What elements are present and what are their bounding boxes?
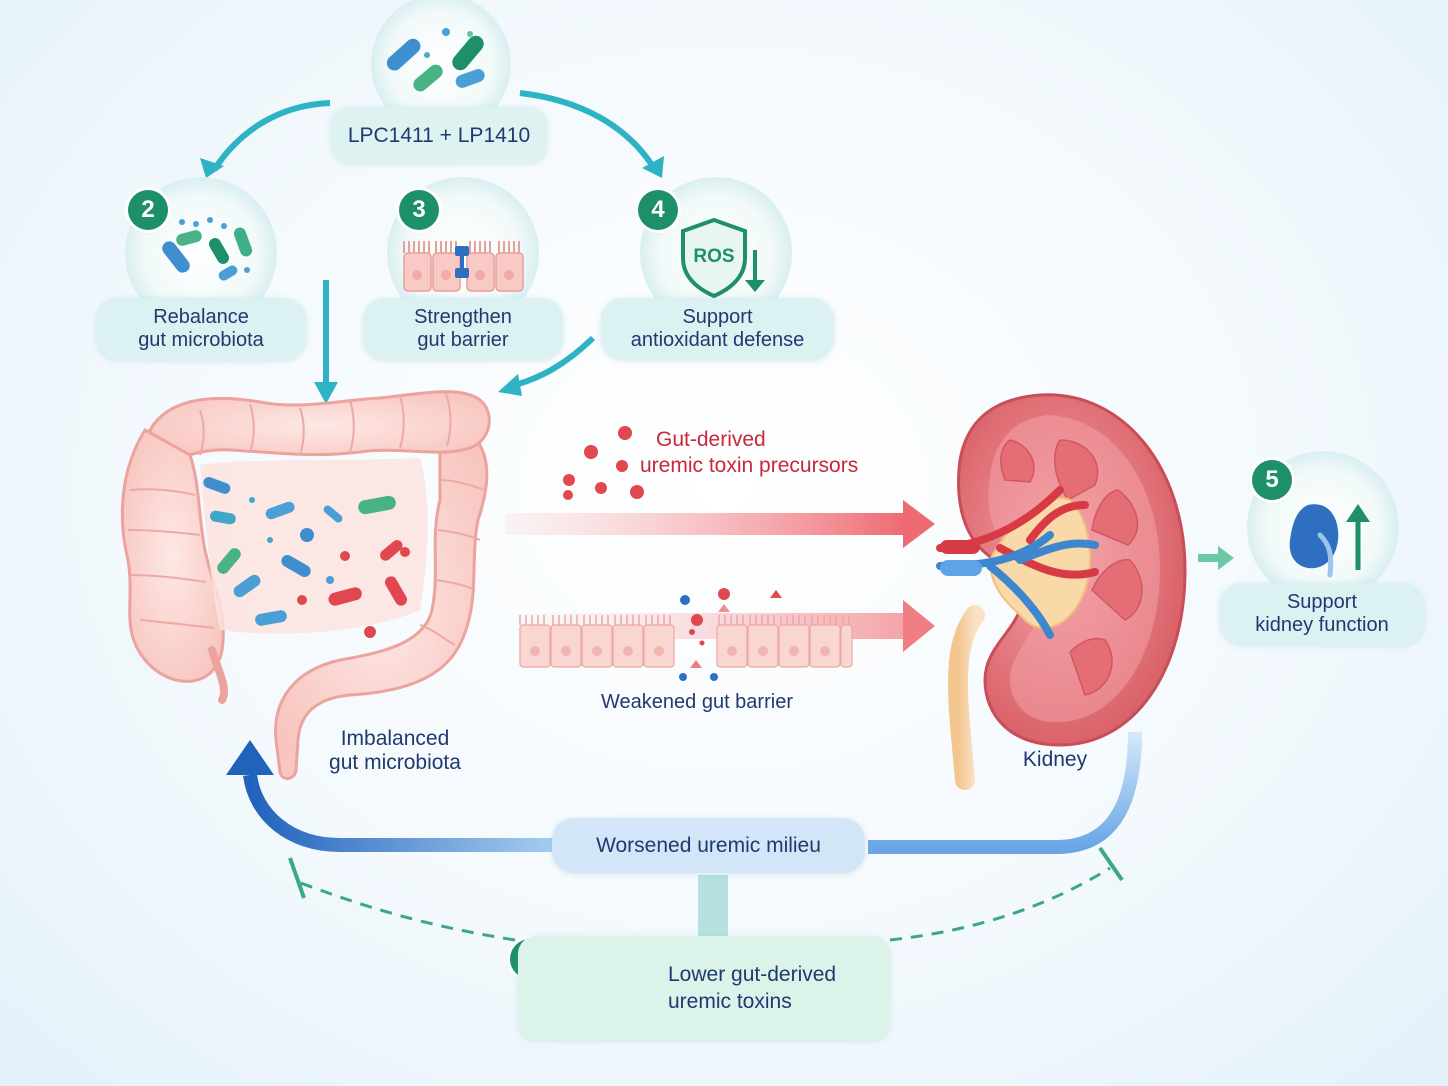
step-4-badge: 4 [638,190,678,230]
step-1-line2: uremic toxins [668,990,792,1013]
gut-label-line2: gut microbiota [329,751,461,774]
toxin-flow-arrowhead [903,500,935,548]
step-3-label: Strengthen gut barrier [363,298,563,360]
feedback-arrowhead [226,740,274,775]
step-2-badge: 2 [128,190,168,230]
gut-label-line1: Imbalanced [340,727,450,750]
colon-illustration [120,390,491,780]
toxin-flow-arrow [505,513,905,535]
arrow-to-step5 [1218,546,1234,570]
step-5-line2: kidney function [1255,614,1389,636]
probiotic-strains-text: LPC1411 + LP1410 [347,123,531,147]
step-4-line1: Support [682,306,753,328]
step-5-line1: Support [1286,591,1358,613]
inhibition-bar-right [1098,846,1124,882]
arrow-to-step4 [519,90,655,167]
step-4-line2: antioxidant defense [630,329,805,351]
inhibition-line-left [297,880,516,942]
step-3-badge: 3 [399,190,439,230]
step-2-line1: Rebalance [153,306,249,328]
arrow-step4-to-gut-head [498,374,522,396]
step-4-label: Support antioxidant defense [601,298,834,360]
step-1-label: Lower gut-derived uremic toxins [518,936,890,1040]
kidney-illustration [936,393,1187,790]
arrow-step4-to-gut [514,335,596,388]
probiotic-strains-label: LPC1411 + LP1410 [331,107,547,163]
inhibition-bar-left [288,857,306,899]
weakened-barrier-illustration [519,588,935,681]
probiotic-bacteria-icon [371,0,511,134]
toxin-label-line1: Gut-derived [656,428,766,451]
arrow-to-step2 [211,100,331,172]
uremic-milieu-label: Worsened uremic milieu [552,818,865,873]
step-2-line2: gut microbiota [138,329,264,351]
step-5-label: Support kidney function [1220,583,1424,645]
arrow-to-step2-head [200,158,224,178]
toxin-particles [563,426,644,500]
step-2-label: Rebalance gut microbiota [96,298,306,360]
arrow-step2-to-gut-head [314,382,338,404]
step-3-line1: Strengthen [414,306,512,328]
toxin-label-line2: uremic toxin precursors [640,454,859,477]
toxin-label: Gut-derived uremic toxin precursors [640,427,858,479]
feedback-arrow-right [868,731,1142,854]
step-5-badge: 5 [1252,460,1292,500]
ros-shield-icon: ROS [640,177,792,329]
inhibition-line-right [889,866,1111,942]
step-3-line2: gut barrier [417,329,509,351]
milieu-connector [698,875,728,937]
kidney-label: Kidney [1022,748,1088,771]
uremic-milieu-text: Worsened uremic milieu [596,834,821,857]
ros-label: ROS [693,246,734,267]
gut-label: Imbalanced gut microbiota [300,727,490,775]
barrier-label: Weakened gut barrier [601,691,793,713]
step-1-line1: Lower gut-derived [668,963,837,986]
feedback-arrow-left [243,773,555,852]
arrow-to-step4-head [642,156,664,178]
